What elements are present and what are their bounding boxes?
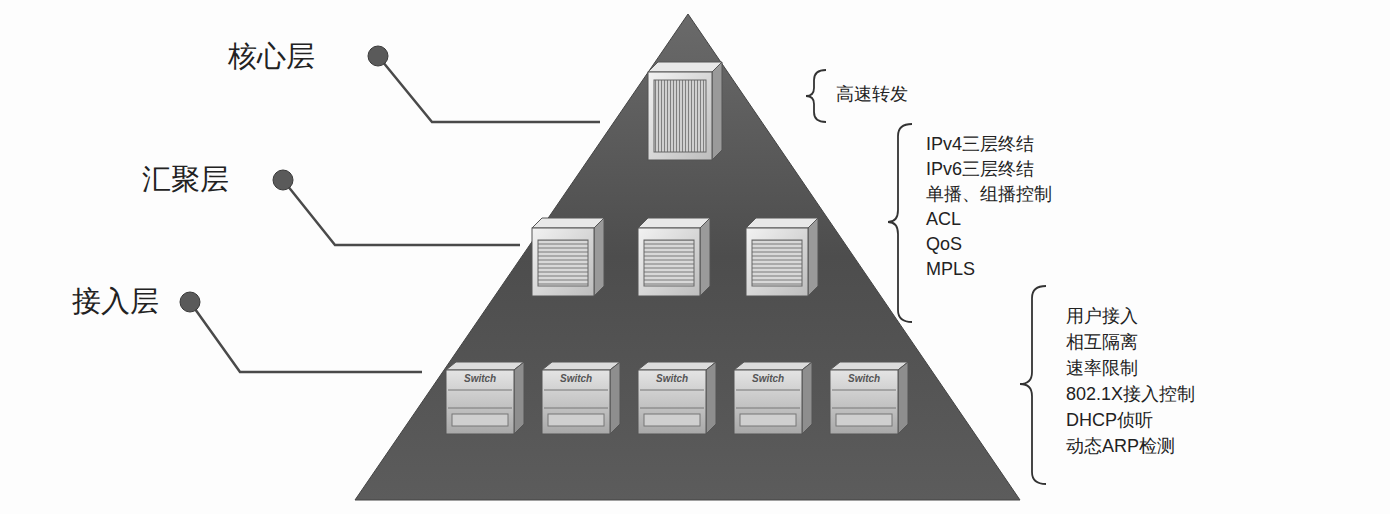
layer-name: 核心层 — [228, 40, 315, 73]
leader-lines — [190, 56, 600, 372]
core-router — [648, 62, 722, 160]
function-item: 动态ARP检测 — [1066, 436, 1175, 457]
aggregation-switches — [532, 218, 818, 296]
access-switches — [446, 362, 908, 434]
function-item: 相互隔离 — [1066, 332, 1138, 353]
function-item: DHCP侦听 — [1066, 410, 1153, 431]
function-item: IPv6三层终结 — [926, 159, 1034, 180]
function-item: 用户接入 — [1066, 306, 1138, 327]
device-label: Switch — [848, 373, 880, 385]
function-item: MPLS — [926, 259, 975, 280]
device-label: Switch — [560, 373, 592, 385]
device-label: Switch — [752, 373, 784, 385]
layer-name: 接入层 — [72, 285, 159, 318]
layer-name: 汇聚层 — [142, 163, 229, 196]
function-item: 高速转发 — [836, 84, 908, 105]
curly-brackets — [806, 70, 1046, 484]
function-item: IPv4三层终结 — [926, 134, 1034, 155]
function-item: ACL — [926, 209, 961, 230]
function-item: 802.1X接入控制 — [1066, 384, 1195, 405]
function-item: 速率限制 — [1066, 358, 1138, 379]
device-label: Switch — [656, 373, 688, 385]
device-label: Switch — [464, 373, 496, 385]
function-item: QoS — [926, 234, 962, 255]
function-item: 单播、组播控制 — [926, 184, 1052, 205]
